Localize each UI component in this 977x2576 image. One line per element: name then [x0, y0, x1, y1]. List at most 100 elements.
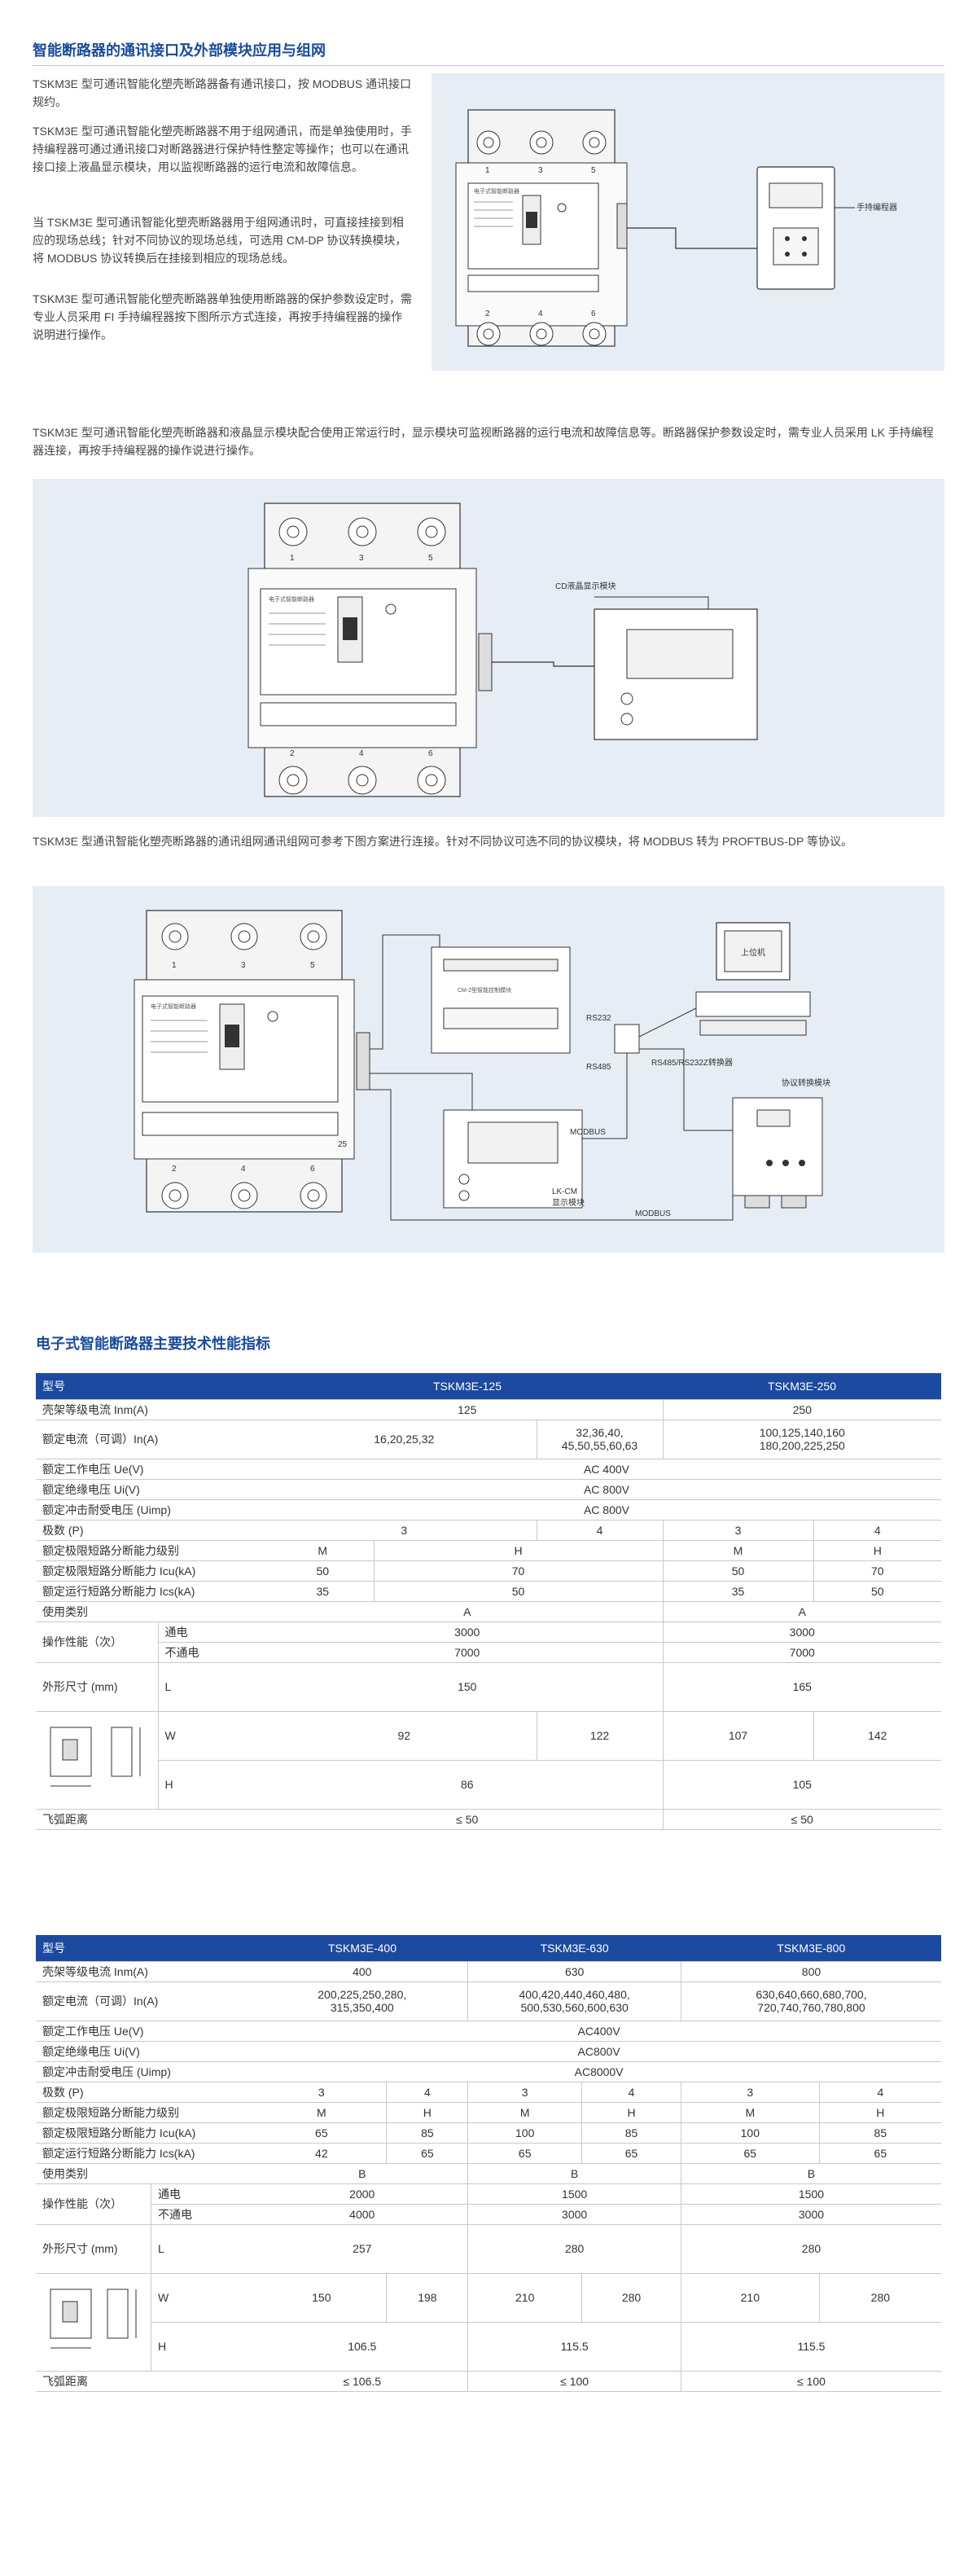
table-cell: 4 — [813, 1519, 941, 1541]
d3-terminal-4: 4 — [241, 1165, 246, 1174]
d3-terminal-3: 3 — [241, 961, 246, 970]
table-cell: AC 800V — [272, 1499, 941, 1521]
table2-model-header: 型号 — [36, 1935, 257, 1961]
table-cell: 通电 — [157, 1621, 272, 1643]
host-computer-label: 上位机 — [741, 947, 765, 958]
d3-terminal-5: 5 — [310, 961, 315, 970]
terminal-label-2: 2 — [485, 309, 490, 318]
table-row: H 106.5 115.5 115.5 — [36, 2321, 941, 2372]
diagram-handheld-programmer: 1 3 5 电子式智能断路器 2 4 6 手持编程器 — [432, 73, 944, 371]
table-cell: 3000 — [467, 2203, 681, 2225]
table-cell: 106.5 — [256, 2321, 468, 2372]
table-cell: H — [386, 2101, 468, 2123]
table-cell: B — [256, 2162, 468, 2184]
table-cell: 额定运行短路分断能力 Ics(kA) — [36, 1580, 272, 1602]
table-cell: 100 — [467, 2122, 582, 2144]
table-row: 极数 (P) 3 4 3 4 3 4 — [36, 2081, 941, 2103]
lcd-module-label: CD液晶显示模块 — [555, 581, 616, 591]
table-cell: 65 — [256, 2122, 387, 2144]
table-cell: 飞弧距离 — [36, 1808, 272, 1830]
table-cell: 85 — [581, 2122, 681, 2144]
d2-terminal-2: 2 — [290, 749, 295, 758]
table-cell: 400 — [256, 1960, 468, 1982]
table-row: 额定极限短路分断能力级别 M H M H M H — [36, 2101, 941, 2123]
table1-model-250: TSKM3E-250 — [663, 1373, 941, 1399]
diagram-lcd-display: 1 3 5 电子式智能断路器 2 4 6 CD液晶显示模块 — [33, 479, 944, 817]
table-row: 额定运行短路分断能力 Ics(kA) 42 65 65 65 65 65 — [36, 2142, 941, 2164]
table-cell: 3 — [272, 1519, 537, 1541]
table-cell: 3 — [256, 2081, 387, 2103]
table-cell: ≤ 100 — [467, 2370, 681, 2392]
table-cell: 额定绝缘电压 Ui(V) — [36, 2040, 257, 2062]
modbus-label-1: MODBUS — [570, 1128, 606, 1137]
table-cell: 50 — [373, 1580, 663, 1602]
table-cell: 42 — [256, 2142, 387, 2164]
table-cell: 65 — [680, 2142, 820, 2164]
table-cell: 不通电 — [157, 1641, 272, 1663]
intro-paragraph-1: TSKM3E 型可通讯智能化塑壳断路器备有通讯接口，按 MODBUS 通讯接口规… — [33, 77, 412, 108]
table-row: 额定运行短路分断能力 Ics(kA) 35 50 35 50 — [36, 1580, 941, 1602]
table-cell: 壳架等级电流 Inm(A) — [36, 1960, 257, 1982]
table-cell: 70 — [373, 1560, 663, 1582]
table-cell: 107 — [662, 1710, 813, 1761]
table-cell: AC8000V — [256, 2060, 941, 2082]
table-row: 额定绝缘电压 Ui(V) AC 800V — [36, 1478, 941, 1500]
table-cell: ≤ 50 — [662, 1808, 941, 1830]
table-cell: 65 — [467, 2142, 582, 2164]
table-cell: 外形尺寸 (mm) — [36, 1661, 158, 1712]
dimension-sketch-icon-2 — [50, 2289, 137, 2349]
table-cell: 操作性能（次） — [36, 1621, 158, 1663]
table-cell: B — [467, 2162, 681, 2184]
table-cell: 额定电流（可调）In(A) — [36, 1981, 257, 2021]
title-divider — [33, 65, 944, 66]
terminal-label-6: 6 — [591, 309, 596, 318]
table-cell: 800 — [680, 1960, 941, 1982]
table2-model-800: TSKM3E-800 — [681, 1935, 941, 1961]
dimension-sketch-cell-1 — [36, 1711, 158, 1810]
terminal-label-3: 3 — [538, 166, 543, 175]
table-row: 使用类别 B B B — [36, 2162, 941, 2184]
table-cell: 额定冲击耐受电压 (Uimp) — [36, 2060, 257, 2082]
breaker-nameplate: 电子式智能断路器 — [474, 187, 519, 195]
table-cell: 210 — [680, 2272, 820, 2323]
table-cell: 额定电流（可调）In(A) — [36, 1419, 272, 1459]
table-cell: 4000 — [256, 2203, 468, 2225]
table-cell: 50 — [272, 1560, 374, 1582]
d3-breaker-nameplate: 电子式智能断路器 — [151, 1003, 196, 1010]
table-row: W 92 122 107 142 — [36, 1710, 941, 1810]
table-row: 额定极限短路分断能力 Icu(kA) 50 70 50 70 — [36, 1560, 941, 1582]
diagram-network: 1 3 5 电子式智能断路器 25 2 4 6 CM-2型智能控制模块 上位机 … — [33, 886, 944, 1253]
rs232-label: RS232 — [586, 1014, 611, 1023]
table-cell: 257 — [256, 2223, 468, 2274]
table-cell: 85 — [818, 2122, 941, 2144]
table-cell: 400,420,440,460,480,500,530,560,600,630 — [467, 1981, 681, 2021]
d3-terminal-6: 6 — [310, 1165, 315, 1174]
table-cell: 3000 — [662, 1621, 941, 1643]
dimension-sketch-icon — [50, 1727, 141, 1787]
lkcm-label: LK-CM — [552, 1187, 577, 1196]
table-cell: 3000 — [680, 2203, 941, 2225]
table-row: W 150 198 210 280 210 280 — [36, 2272, 941, 2372]
terminal-label-5: 5 — [591, 166, 596, 175]
table-row: 飞弧距离 ≤ 50 ≤ 50 — [36, 1808, 941, 1830]
table-row: 使用类别 A A — [36, 1600, 941, 1622]
table-row: 不通电 4000 3000 3000 — [36, 2203, 941, 2225]
table2-model-400: TSKM3E-400 — [256, 1935, 468, 1961]
table-row: 极数 (P) 3 4 3 4 — [36, 1519, 941, 1541]
table-row: 额定极限短路分断能力 Icu(kA) 65 85 100 85 100 85 — [36, 2122, 941, 2144]
section-title-specs: 电子式智能断路器主要技术性能指标 — [36, 1336, 270, 1352]
lkcm-sub-label: 显示模块 — [552, 1198, 585, 1208]
table-cell: 额定极限短路分断能力级别 — [36, 1539, 272, 1561]
terminal-label-1: 1 — [485, 166, 490, 175]
table-cell: 65 — [818, 2142, 941, 2164]
table-cell: 65 — [386, 2142, 468, 2164]
section-title-communication: 智能断路器的通讯接口及外部模块应用与组网 — [33, 42, 326, 59]
table-cell: 165 — [662, 1661, 941, 1712]
table-cell: 3000 — [272, 1621, 663, 1643]
table-cell: 115.5 — [467, 2321, 681, 2372]
table-cell: 使用类别 — [36, 2162, 257, 2184]
table-cell: 4 — [818, 2081, 941, 2103]
table-cell: 3 — [467, 2081, 582, 2103]
table-cell: 额定极限短路分断能力 Icu(kA) — [36, 2122, 257, 2144]
table-cell: 飞弧距离 — [36, 2370, 257, 2392]
